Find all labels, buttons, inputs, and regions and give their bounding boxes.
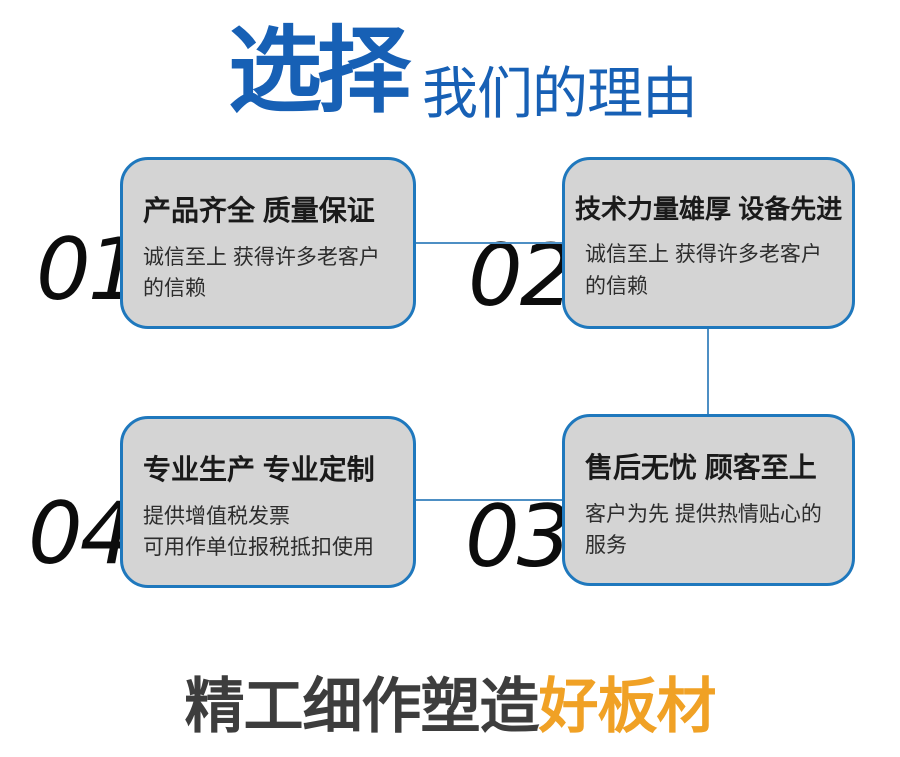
page-title: 选择 我们的理由 [228, 18, 698, 123]
feature-card-products: 产品齐全 质量保证 诚信至上 获得许多老客户 的信赖 [120, 157, 416, 329]
title-main: 选择 [228, 18, 411, 123]
connector-line-card1-card2 [414, 242, 564, 244]
connector-line-card3-card4 [414, 499, 564, 501]
card-body: 诚信至上 获得许多老客户 的信赖 [143, 245, 380, 301]
step-number-02: 02 [468, 226, 574, 326]
step-number-03: 03 [465, 487, 571, 587]
card-title: 技术力量雄厚 设备先进 [575, 194, 843, 224]
footer-slogan: 精工细作塑造好板材 [0, 672, 900, 741]
card-body: 提供增值税发票 可用作单位报税抵扣使用 [143, 504, 374, 560]
card-title: 专业生产 专业定制 [143, 454, 375, 485]
feature-card-technology: 技术力量雄厚 设备先进 诚信至上 获得许多老客户 的信赖 [562, 157, 855, 329]
feature-card-production: 专业生产 专业定制 提供增值税发票 可用作单位报税抵扣使用 [120, 416, 416, 588]
title-sub: 我们的理由 [422, 62, 698, 125]
feature-card-aftersales: 售后无忧 顾客至上 客户为先 提供热情贴心的 服务 [562, 414, 855, 586]
connector-line-card2-card4 [707, 328, 709, 416]
card-title: 产品齐全 质量保证 [143, 195, 375, 226]
step-number-04: 04 [28, 484, 134, 584]
card-body: 诚信至上 获得许多老客户 的信赖 [585, 243, 822, 298]
card-body: 客户为先 提供热情贴心的 服务 [585, 502, 822, 558]
footer-slogan-gray: 精工细作塑造 [184, 673, 540, 740]
footer-slogan-orange: 好板材 [538, 673, 717, 740]
card-title: 售后无忧 顾客至上 [585, 452, 817, 483]
